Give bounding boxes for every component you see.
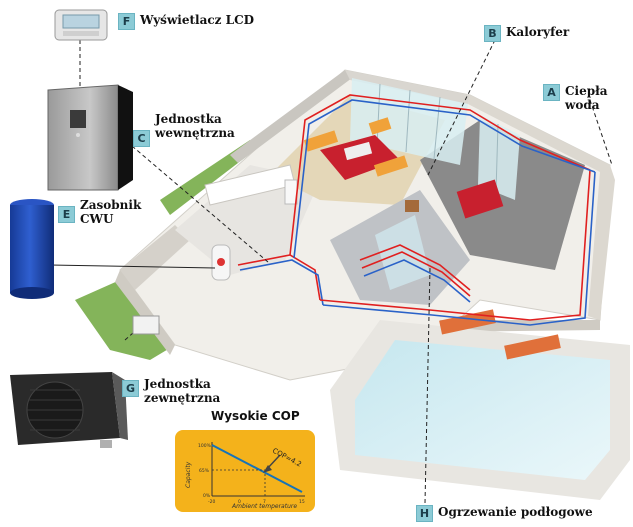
badge-f: F <box>118 13 135 30</box>
bedroom-floor <box>420 120 585 270</box>
callout-indoor-unit: C Jednostka wewnętrzna <box>133 112 235 147</box>
cop-title: Wysokie COP <box>211 409 300 423</box>
coffee-table <box>343 141 373 161</box>
cop-chart <box>175 430 315 512</box>
badge-a: A <box>543 84 560 101</box>
sofa-3 <box>368 117 392 135</box>
callout-dhw-tank: E Zasobnik CWU <box>58 198 141 226</box>
label-lcd-display: Wyświetlacz LCD <box>140 13 255 27</box>
wall-front-left <box>115 270 175 355</box>
wall-left-outer <box>120 225 190 290</box>
badge-h: H <box>416 505 433 522</box>
kitchen-fridge <box>284 179 298 205</box>
label-radiator: Kaloryfer <box>506 25 570 39</box>
indoor-unit-cabinet <box>47 84 133 191</box>
kitchen-floor <box>175 165 320 275</box>
deck-chair-2 <box>504 334 561 360</box>
pool-water <box>355 340 610 480</box>
dhw-cylinder <box>10 199 54 299</box>
wall-back-right <box>345 70 470 104</box>
callout-lcd-display: F Wyświetlacz LCD <box>118 13 254 30</box>
label-dhw-tank: Zasobnik CWU <box>80 198 142 226</box>
wall-right <box>468 95 615 320</box>
badge-e: E <box>58 206 75 223</box>
lcd-display-device <box>54 9 108 41</box>
badge-b: B <box>484 25 501 42</box>
lawn-left <box>160 140 255 215</box>
outdoor-unit <box>10 372 128 448</box>
sofa-2 <box>373 155 409 177</box>
badge-g: G <box>122 380 139 397</box>
callout-hot-water: A Ciepła woda <box>543 84 633 112</box>
sofa-1 <box>303 130 339 152</box>
lawn-bottom <box>75 280 175 360</box>
glass-bedroom <box>478 115 520 200</box>
tank-gauge <box>217 258 225 266</box>
heating-pipes <box>237 94 596 326</box>
bed <box>456 179 504 219</box>
label-floor-heating: Ogrzewanie podłogowe <box>438 505 593 519</box>
rug-living <box>320 135 400 180</box>
label-hot-water: Ciepła woda <box>565 84 608 112</box>
badge-c: C <box>133 130 150 147</box>
callout-radiator: B Kaloryfer <box>484 25 569 42</box>
callout-outdoor-unit: G Jednostka zewnętrzna <box>122 377 220 405</box>
label-outdoor-unit: Jednostka zewnętrzna <box>144 377 221 405</box>
tank-leader <box>49 264 216 269</box>
callout-floor-heating: H Ogrzewanie podłogowe <box>416 505 593 522</box>
window-frames <box>376 83 499 193</box>
label-indoor-unit: Jednostka wewnętrzna <box>155 112 235 140</box>
wall-back-left <box>230 70 352 163</box>
chair <box>405 200 419 212</box>
wall-mounted-unit <box>132 315 160 335</box>
